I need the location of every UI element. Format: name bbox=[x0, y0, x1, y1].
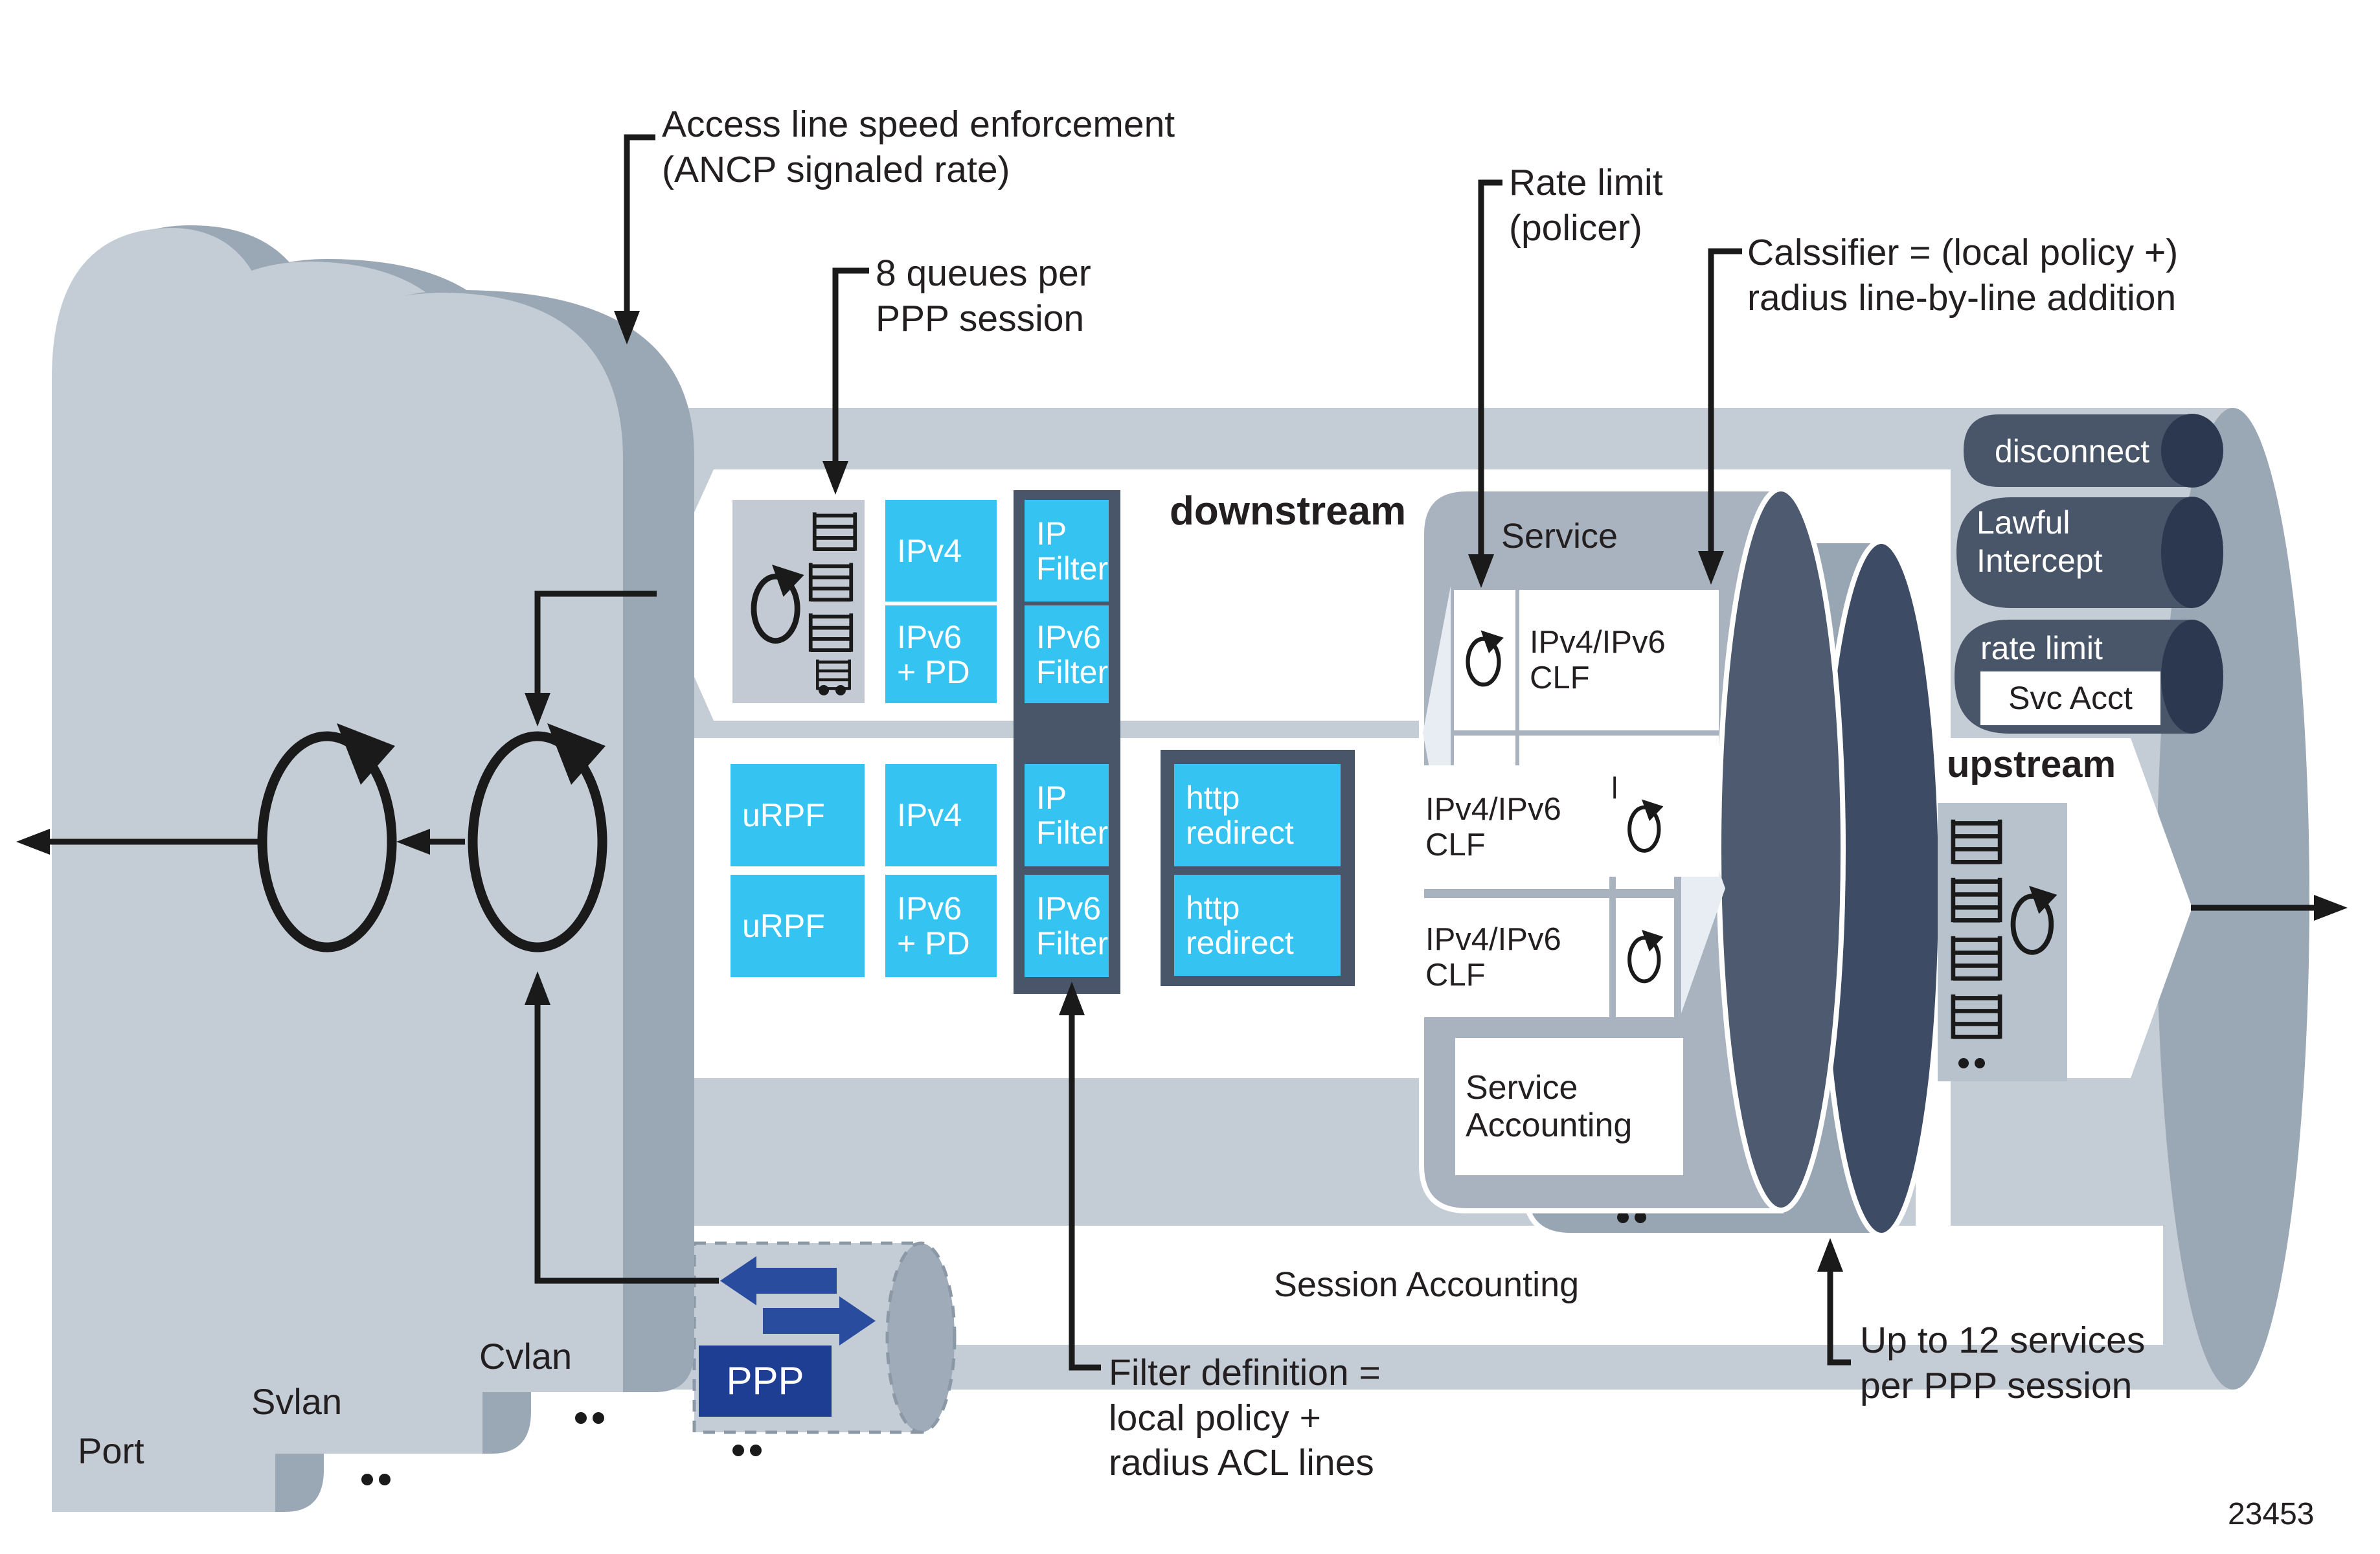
clf-box-upstream-2: IPv4/IPv6 CLF bbox=[1415, 898, 1609, 1017]
block-http-redirect-ipv6: http redirect bbox=[1174, 875, 1341, 976]
policer-loop-icon bbox=[1627, 799, 1664, 853]
port-label: Port bbox=[78, 1430, 144, 1471]
ppp-downstream-arrow-icon bbox=[763, 1296, 876, 1346]
svlan-scheduler-loop-icon bbox=[468, 723, 607, 952]
upstream-label: upstream bbox=[1947, 743, 2116, 785]
lawful-intercept-label: Lawful Intercept bbox=[1977, 504, 2103, 579]
downstream-queue-box bbox=[732, 500, 865, 703]
filter-definition-annotation: Filter definition = local policy + radiu… bbox=[1109, 1352, 1381, 1484]
block-ipv4-downstream: IPv4 bbox=[885, 500, 997, 602]
policer-loop-icon bbox=[1466, 630, 1504, 687]
clf-box-upstream-1: IPv4/IPv6 CLF bbox=[1415, 765, 1609, 889]
disconnect-cylinder bbox=[1964, 414, 2223, 488]
block-ip-filter-upstream: IP Filter bbox=[1025, 764, 1109, 866]
ppp-upstream-arrow-icon bbox=[720, 1256, 837, 1305]
cvlan-cylinder bbox=[286, 290, 694, 1392]
services-annotation: Up to 12 services per PPP session bbox=[1860, 1320, 2146, 1406]
svlan-label: Svlan bbox=[251, 1381, 343, 1422]
lawful-intercept-cylinder bbox=[1956, 497, 2223, 608]
policer-loop-box bbox=[1616, 765, 1674, 889]
arrow-heads bbox=[16, 311, 2348, 1272]
block-ipv6-filter-downstream: IPv6 Filter bbox=[1025, 605, 1109, 703]
cvlan-label: Cvlan bbox=[479, 1336, 572, 1377]
access-line-annotation: Access line speed enforcement (ANCP sign… bbox=[662, 104, 1175, 190]
block-ipv6-filter-upstream: IPv6 Filter bbox=[1025, 875, 1109, 977]
service-accounting-box: Service Accounting bbox=[1455, 1038, 1683, 1175]
block-urpf-ipv6: uRPF bbox=[731, 875, 865, 977]
policer-loop-box bbox=[1616, 898, 1674, 1017]
upstream-queue-box bbox=[1938, 803, 2067, 1081]
block-ip-filter-downstream: IP Filter bbox=[1025, 500, 1109, 602]
clf-box-downstream-1: IPv4/IPv6 CLF bbox=[1519, 590, 1719, 730]
block-ipv4-upstream: IPv4 bbox=[885, 764, 997, 866]
figure-number: 23453 bbox=[2228, 1497, 2315, 1531]
block-http-redirect-ipv4: http redirect bbox=[1174, 764, 1341, 866]
service-title: Service bbox=[1501, 517, 1618, 556]
policer-loop-box bbox=[1454, 590, 1515, 730]
block-urpf-ipv4: uRPF bbox=[731, 764, 865, 866]
disconnect-label: disconnect bbox=[1995, 433, 2150, 469]
block-ipv6pd-downstream: IPv6 + PD bbox=[885, 605, 997, 703]
session-accounting-label: Session Accounting bbox=[1273, 1265, 1580, 1305]
more-items-dots bbox=[361, 1412, 762, 1485]
block-ipv6pd-upstream: IPv6 + PD bbox=[885, 875, 997, 977]
leader-lines bbox=[47, 134, 2317, 1371]
classifier-annotation: Calssifier = (local policy +) radius lin… bbox=[1747, 232, 2179, 319]
svc-acct-box: Svc Acct bbox=[1980, 671, 2160, 725]
ppp-label-box: PPP bbox=[699, 1346, 832, 1417]
queues-annotation: 8 queues per PPP session bbox=[876, 253, 1091, 339]
policer-loop-icon bbox=[1627, 929, 1664, 984]
rate-limit-annotation: Rate limit (policer) bbox=[1509, 162, 1663, 249]
port-scheduler-loop-icon bbox=[257, 723, 397, 952]
downstream-label: downstream bbox=[1170, 489, 1407, 534]
rate-limit-label: rate limit bbox=[1980, 630, 2103, 666]
